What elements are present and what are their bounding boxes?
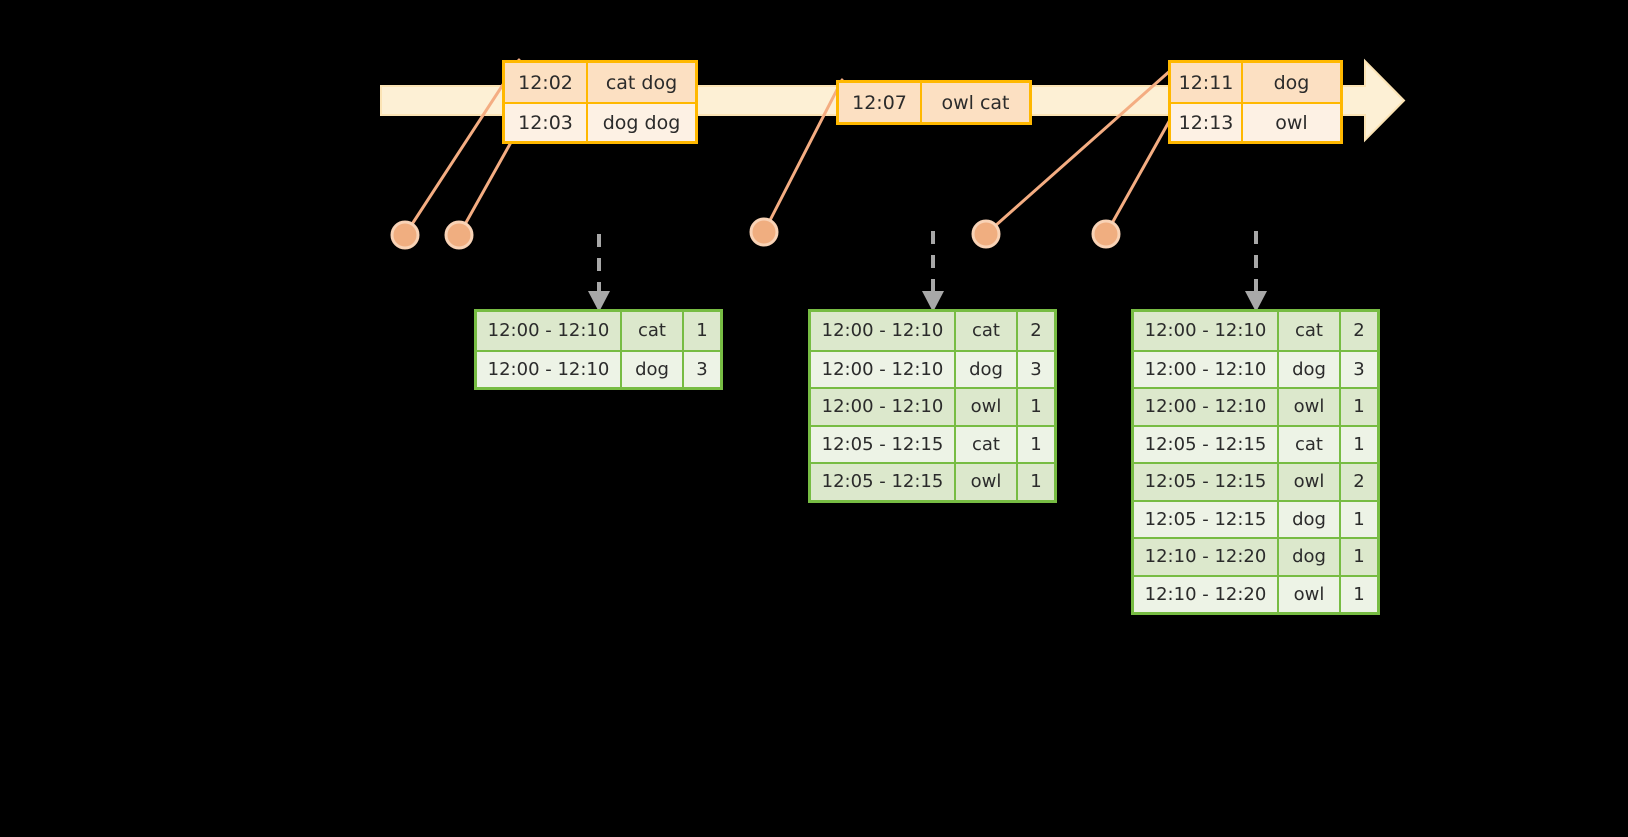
result-word: dog [1279,539,1341,575]
emit-arrows [588,231,1267,312]
result-window: 12:00 - 12:10 [1134,351,1279,387]
event-words: dog [1273,71,1310,94]
result-word: owl [1279,389,1341,425]
table-row[interactable]: 12:05 - 12:15 cat 1 [811,424,1054,462]
result-count: 1 [1353,583,1365,605]
result-count: 1 [1353,433,1365,455]
event-row[interactable]: 12:07 owl cat [839,83,1029,122]
result-word: owl [1279,576,1341,612]
event-time: 12:02 [505,63,588,102]
result-word: cat [956,426,1018,462]
result-count: 1 [1353,508,1365,530]
result-count: 1 [1353,396,1365,418]
result-count: 2 [1030,320,1042,342]
result-window: 12:00 - 12:10 [811,389,956,425]
table-row[interactable]: 12:05 - 12:15 owl 1 [811,462,1054,500]
table-row[interactable]: 12:00 - 12:10 dog 3 [811,349,1054,387]
result-word: owl [956,389,1018,425]
result-window: 12:00 - 12:10 [477,312,622,350]
result-word: dog [622,351,684,387]
connector-2 [457,126,521,237]
result-window: 12:05 - 12:15 [811,464,956,500]
connector-3 [762,78,844,234]
event-box-1[interactable]: 12:02 cat dog 12:03 dog dog [502,60,698,144]
result-count: 3 [1030,358,1042,380]
result-window: 12:05 - 12:15 [1134,464,1279,500]
event-dots [390,217,1121,250]
event-box-3[interactable]: 12:11 dog 12:13 owl [1168,60,1343,144]
table-row[interactable]: 12:00 - 12:10 cat 2 [1134,312,1377,350]
event-dot-1 [390,220,420,250]
result-count: 2 [1353,320,1365,342]
result-window: 12:05 - 12:15 [811,426,956,462]
result-count: 3 [1353,358,1365,380]
result-window: 12:00 - 12:10 [477,351,622,387]
event-words: dog dog [602,111,681,134]
table-row[interactable]: 12:00 - 12:10 dog 3 [1134,349,1377,387]
table-row[interactable]: 12:00 - 12:10 owl 1 [1134,387,1377,425]
event-row[interactable]: 12:02 cat dog [505,63,695,102]
result-window: 12:00 - 12:10 [811,351,956,387]
result-count: 1 [696,320,708,342]
result-window: 12:05 - 12:15 [1134,501,1279,537]
event-time: 12:03 [505,104,588,141]
result-table-2[interactable]: 12:00 - 12:10 cat 2 12:00 - 12:10 dog 3 … [808,309,1057,503]
result-word: owl [1279,464,1341,500]
result-word: cat [622,312,684,350]
result-count: 1 [1030,396,1042,418]
result-table-1[interactable]: 12:00 - 12:10 cat 1 12:00 - 12:10 dog 3 [474,309,723,390]
result-window: 12:05 - 12:15 [1134,426,1279,462]
result-count: 1 [1030,471,1042,493]
result-count: 1 [1030,433,1042,455]
result-word: cat [1279,312,1341,350]
result-word: dog [1279,351,1341,387]
event-row[interactable]: 12:11 dog [1171,63,1340,102]
result-word: owl [956,464,1018,500]
event-row[interactable]: 12:03 dog dog [505,102,695,141]
result-table-3[interactable]: 12:00 - 12:10 cat 2 12:00 - 12:10 dog 3 … [1131,309,1380,615]
event-row[interactable]: 12:13 owl [1171,102,1340,141]
result-window: 12:10 - 12:20 [1134,539,1279,575]
table-row[interactable]: 12:10 - 12:20 dog 1 [1134,537,1377,575]
event-time: 12:07 [839,83,922,122]
result-count: 3 [696,358,708,380]
table-row[interactable]: 12:05 - 12:15 owl 2 [1134,462,1377,500]
result-count: 1 [1353,546,1365,568]
event-words: cat dog [605,71,678,94]
table-row[interactable]: 12:05 - 12:15 dog 1 [1134,499,1377,537]
table-row[interactable]: 12:10 - 12:20 owl 1 [1134,574,1377,612]
event-dot-3 [749,217,779,247]
event-time: 12:13 [1171,104,1243,141]
result-word: cat [956,312,1018,350]
event-time: 12:11 [1171,63,1243,102]
table-row[interactable]: 12:00 - 12:10 owl 1 [811,387,1054,425]
result-count: 2 [1353,471,1365,493]
event-dot-2 [444,220,474,250]
result-window: 12:00 - 12:10 [1134,389,1279,425]
result-word: dog [1279,501,1341,537]
event-box-2[interactable]: 12:07 owl cat [836,80,1032,125]
event-dot-5 [1091,219,1121,249]
table-row[interactable]: 12:00 - 12:10 dog 3 [477,349,720,387]
result-word: dog [956,351,1018,387]
result-window: 12:10 - 12:20 [1134,576,1279,612]
table-row[interactable]: 12:00 - 12:10 cat 2 [811,312,1054,350]
table-row[interactable]: 12:05 - 12:15 cat 1 [1134,424,1377,462]
result-window: 12:00 - 12:10 [811,312,956,350]
event-words: owl cat [941,91,1010,114]
event-dot-4 [971,219,1001,249]
table-row[interactable]: 12:00 - 12:10 cat 1 [477,312,720,350]
event-words: owl [1275,111,1308,134]
result-window: 12:00 - 12:10 [1134,312,1279,350]
result-word: cat [1279,426,1341,462]
